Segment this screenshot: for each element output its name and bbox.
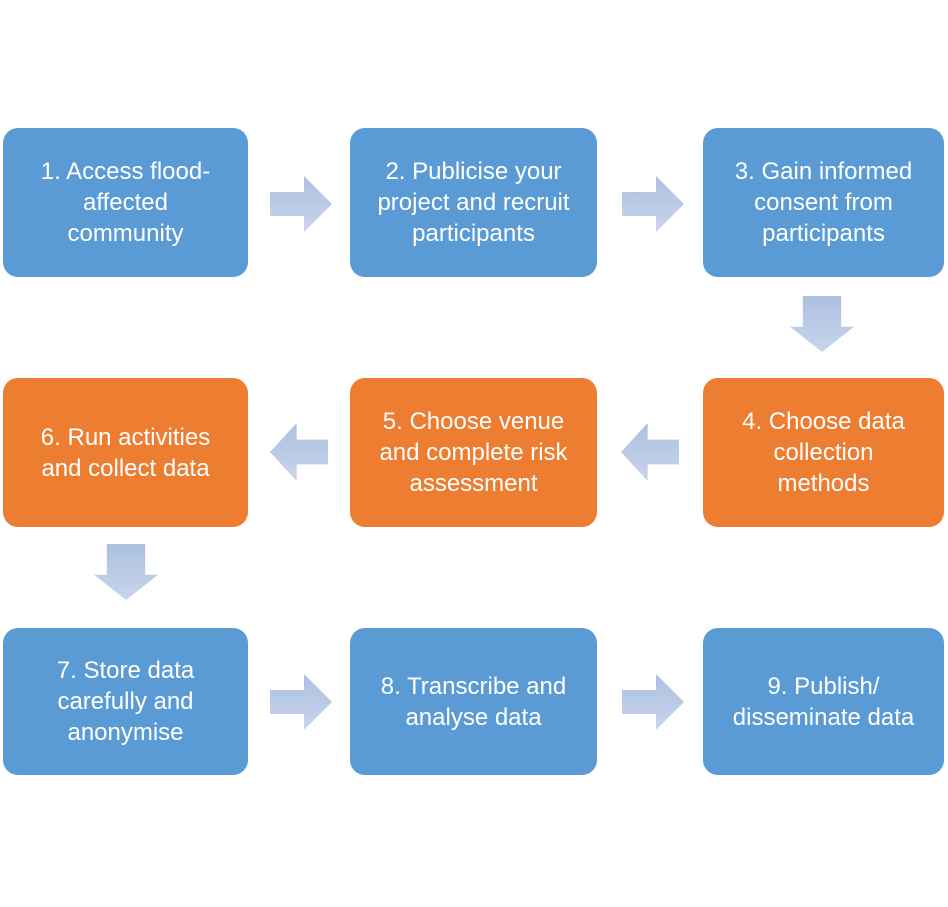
step-box-6: 6. Run activities and collect data (3, 378, 248, 527)
step-5-label: 5. Choose venue and complete risk assess… (379, 408, 568, 497)
flow-arrow-right-2-to-3-icon (622, 176, 684, 232)
step-6-label: 6. Run activities and collect data (40, 423, 211, 482)
step-9-label: 9. Publish/ disseminate data (732, 672, 915, 731)
flow-arrow-right-8-to-9-icon (622, 674, 684, 730)
step-3-label: 3. Gain informed consent from participan… (734, 158, 913, 247)
step-box-8: 8. Transcribe and analyse data (350, 628, 597, 775)
step-box-2: 2. Publicise your project and recruit pa… (350, 128, 597, 277)
step-7-label: 7. Store data carefully and anonymise (56, 657, 195, 746)
step-box-3: 3. Gain informed consent from participan… (703, 128, 944, 277)
step-box-7: 7. Store data carefully and anonymise (3, 628, 248, 775)
step-box-1: 1. Access flood- affected community (3, 128, 248, 277)
step-2-label: 2. Publicise your project and recruit pa… (377, 158, 570, 247)
flow-arrow-down-6-to-7-icon (94, 544, 158, 600)
flow-arrow-left-4-to-5-icon (621, 423, 679, 481)
step-box-9: 9. Publish/ disseminate data (703, 628, 944, 775)
step-1-label: 1. Access flood- affected community (40, 158, 211, 247)
flow-arrow-down-3-to-4-icon (790, 296, 854, 352)
step-4-label: 4. Choose data collection methods (742, 408, 905, 497)
flow-arrow-left-5-to-6-icon (270, 423, 328, 481)
step-box-4: 4. Choose data collection methods (703, 378, 944, 527)
flow-arrow-right-7-to-8-icon (270, 674, 332, 730)
step-box-5: 5. Choose venue and complete risk assess… (350, 378, 597, 527)
step-8-label: 8. Transcribe and analyse data (380, 672, 567, 731)
flow-arrow-right-1-to-2-icon (270, 176, 332, 232)
